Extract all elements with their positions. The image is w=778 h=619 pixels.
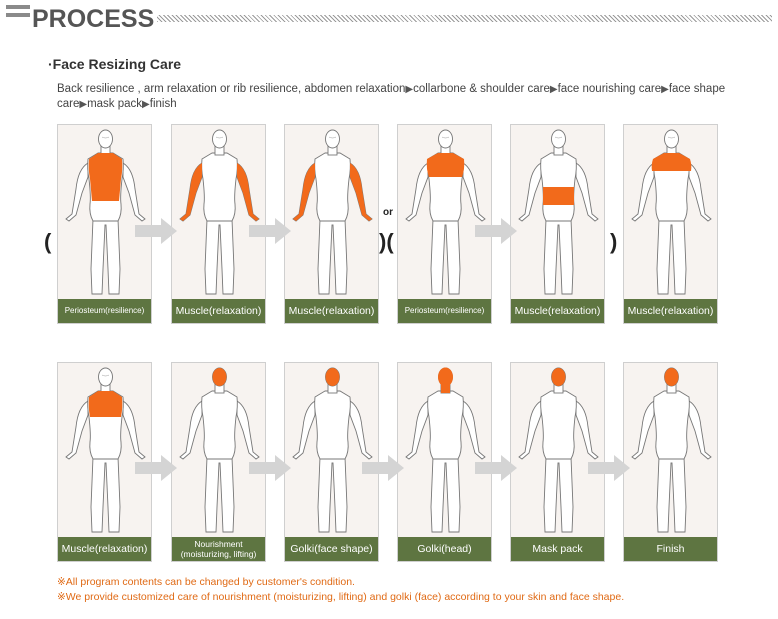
care-title: ·Face Resizing Care: [48, 56, 181, 72]
next-arrow-icon: [475, 455, 517, 481]
section-header: PROCESS: [6, 5, 772, 33]
step-panel: Muscle(relaxation): [171, 124, 266, 324]
next-arrow-icon: [249, 218, 291, 244]
step-caption: Mask pack: [511, 537, 604, 561]
arrow-right-icon: ▶: [405, 84, 414, 95]
header-bar-decoration: [6, 13, 30, 17]
header-bar-decoration: [6, 5, 30, 9]
body-figure-icon: [179, 129, 260, 295]
note-customized: ※We provide customized care of nourishme…: [57, 591, 625, 603]
step-caption: Finish: [624, 537, 717, 561]
step-panel: Muscle(relaxation): [510, 124, 605, 324]
mid-paren: )(: [379, 229, 394, 254]
body-figure-icon: [405, 129, 486, 295]
next-arrow-icon: [135, 218, 177, 244]
caption-line: Nourishment (moisturizing, lifting): [180, 539, 257, 559]
or-label: or: [383, 207, 393, 218]
body-figure-icon: [292, 129, 373, 295]
next-arrow-icon: [135, 455, 177, 481]
step-panel: Nourishment (moisturizing, lifting): [171, 362, 266, 562]
step-panel: Periosteum(resilience): [57, 124, 152, 324]
page-title: PROCESS: [32, 5, 155, 33]
body-figure-icon: [518, 129, 599, 295]
note-condition: ※All program contents can be changed by …: [57, 576, 355, 588]
body-figure-icon: [179, 367, 260, 533]
step-panel: Periosteum(resilience): [397, 124, 492, 324]
arrow-right-icon: ▶: [79, 99, 88, 110]
next-arrow-icon: [588, 455, 630, 481]
desc-step: face nourishing care: [557, 83, 662, 95]
body-figure-icon: [518, 367, 599, 533]
step-caption: Nourishment (moisturizing, lifting): [172, 537, 265, 561]
next-arrow-icon: [362, 455, 404, 481]
body-figure-icon: [631, 129, 712, 295]
desc-step: Back resilience , arm relaxation or rib …: [57, 83, 406, 95]
body-figure-icon: [292, 367, 373, 533]
next-arrow-icon: [475, 218, 517, 244]
step-caption: Muscle(relaxation): [511, 299, 604, 323]
header-hatched-rule: [157, 15, 772, 22]
arrow-right-icon: ▶: [142, 99, 150, 110]
step-caption: Muscle(relaxation): [285, 299, 378, 323]
desc-step: mask pack: [87, 98, 143, 110]
open-paren: (: [44, 229, 52, 254]
step-caption: Muscle(relaxation): [58, 537, 151, 561]
arrow-right-icon: ▶: [549, 84, 558, 95]
desc-step: finish: [149, 98, 177, 110]
step-panel: Golki(head): [397, 362, 492, 562]
step-caption: Muscle(relaxation): [624, 299, 717, 323]
desc-step: face shape care: [57, 83, 726, 110]
body-figure-icon: [631, 367, 712, 533]
step-panel: Muscle(relaxation): [623, 124, 718, 324]
step-caption: Golki(face shape): [285, 537, 378, 561]
care-title-text: Face Resizing Care: [52, 56, 182, 72]
body-figure-icon: [65, 367, 146, 533]
desc-step: collarbone & shoulder care: [413, 83, 550, 95]
arrow-right-icon: ▶: [661, 84, 669, 95]
step-caption: Periosteum(resilience): [58, 299, 151, 323]
step-caption: Periosteum(resilience): [398, 299, 491, 323]
step-caption: Muscle(relaxation): [172, 299, 265, 323]
process-description: Back resilience , arm relaxation or rib …: [57, 82, 757, 112]
step-panel: Muscle(relaxation): [284, 124, 379, 324]
title-bullet: ·: [48, 56, 53, 72]
step-caption: Golki(head): [398, 537, 491, 561]
close-paren: ): [610, 229, 618, 254]
body-figure-icon: [65, 129, 146, 295]
step-panel: Finish: [623, 362, 718, 562]
next-arrow-icon: [249, 455, 291, 481]
body-figure-icon: [405, 367, 486, 533]
